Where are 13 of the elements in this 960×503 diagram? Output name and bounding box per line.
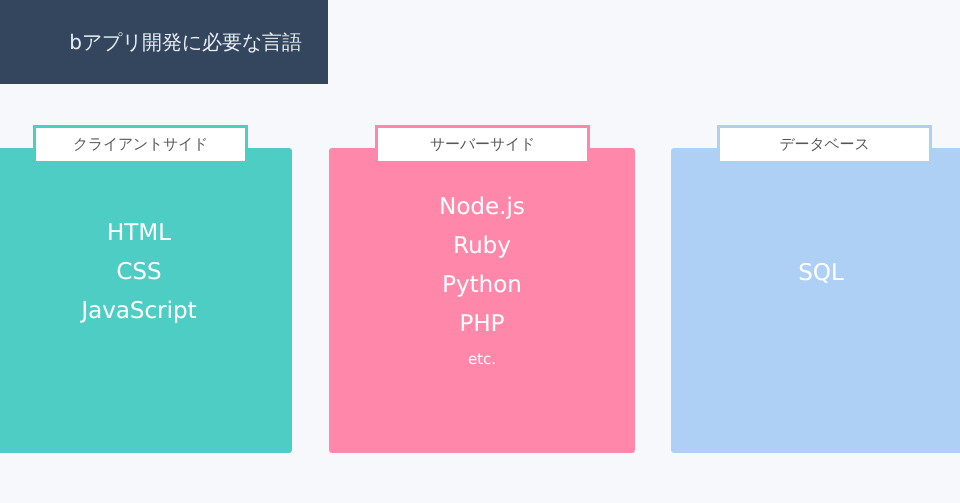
language-name: PHP: [458, 311, 506, 337]
heading-tab: クライアントサイド: [33, 125, 248, 161]
heading-tab: データベース: [717, 125, 932, 161]
language-name: CSS: [115, 259, 163, 285]
language-name: JavaScript: [79, 298, 198, 324]
language-name: Ruby: [452, 233, 512, 259]
language-name: etc.: [466, 350, 498, 368]
title-banner: bアプリ開発に必要な言語: [0, 0, 328, 84]
language-name: Node.js: [438, 194, 526, 220]
language-name: Python: [441, 272, 523, 298]
language-name: HTML: [106, 220, 172, 246]
heading-tab: サーバーサイド: [375, 125, 590, 161]
language-name: SQL: [797, 260, 845, 286]
